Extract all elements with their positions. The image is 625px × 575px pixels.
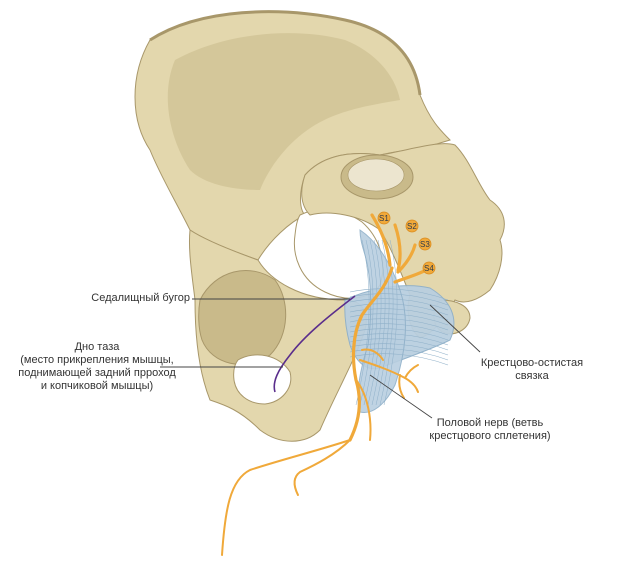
nerve-branch-2 bbox=[293, 439, 351, 496]
segment-marker-s4 bbox=[422, 261, 436, 275]
ligament-fiber bbox=[367, 239, 382, 406]
pelvic-floor-line bbox=[273, 295, 356, 393]
nerve-root-s1 bbox=[370, 213, 392, 267]
sacral-disc-surface bbox=[347, 158, 405, 192]
segment-marker-s2 bbox=[405, 219, 419, 233]
ligament-fiber bbox=[363, 239, 378, 406]
nerve-branch-3 bbox=[355, 379, 372, 441]
ligament-fiber bbox=[371, 239, 386, 406]
ligament-fiber bbox=[349, 308, 449, 321]
segment-label-s3: S3 bbox=[420, 240, 430, 249]
acetabulum bbox=[198, 269, 287, 365]
ligament-fiber bbox=[349, 353, 449, 366]
ligament-fiber bbox=[349, 348, 449, 361]
segment-marker-s3 bbox=[418, 237, 432, 251]
ligament-fiber bbox=[349, 288, 449, 301]
ligament-fibers bbox=[349, 239, 449, 406]
segment-label-s1: S1 bbox=[379, 214, 389, 223]
nerve-branch-1 bbox=[221, 439, 351, 556]
ligament-fiber bbox=[349, 328, 449, 341]
pudendal-nerve-trunk bbox=[348, 266, 394, 442]
label-pudendal-nerve: Половой нерв (ветвь крестцового сплетени… bbox=[429, 417, 551, 442]
ligament-fiber bbox=[349, 343, 449, 356]
ligament-fiber bbox=[359, 239, 374, 406]
nerve-branch-6 bbox=[398, 374, 405, 399]
ligament-fiber bbox=[349, 338, 449, 351]
ligament-fiber bbox=[349, 323, 449, 336]
ligament-fiber bbox=[349, 333, 449, 346]
iliac-crest bbox=[149, 10, 422, 96]
label-ischial-tuberosity: Седалищный бугор bbox=[91, 292, 190, 304]
leader-pudendal bbox=[369, 374, 433, 419]
leader-lines bbox=[160, 298, 481, 419]
ligament-fiber bbox=[375, 239, 390, 406]
ligament-fiber bbox=[355, 239, 370, 406]
sacral-segment-markers: S1 S2 S3 S4 bbox=[377, 211, 436, 275]
sacral-plexus bbox=[221, 213, 432, 556]
ligament-fiber bbox=[383, 239, 398, 406]
label-pelvic-floor: Дно таза (место прикрепления мышцы, подн… bbox=[18, 341, 176, 392]
leader-sacrospinous bbox=[429, 304, 481, 353]
segment-marker-s1 bbox=[377, 211, 391, 225]
ligament-fiber bbox=[349, 313, 449, 326]
nerve-branch-5 bbox=[404, 364, 419, 379]
iliac-fossa bbox=[167, 33, 400, 190]
label-sacrospinous-ligament: Крестцово-остистая связка bbox=[480, 357, 584, 382]
segment-label-s4: S4 bbox=[424, 264, 434, 273]
nerve-root-s3 bbox=[396, 243, 417, 274]
ligament-fiber bbox=[349, 293, 449, 306]
segment-label-s2: S2 bbox=[407, 222, 417, 231]
ligament-fiber bbox=[349, 298, 449, 311]
nerve-branch-7 bbox=[361, 348, 384, 361]
nerve-root-s2 bbox=[393, 223, 402, 272]
